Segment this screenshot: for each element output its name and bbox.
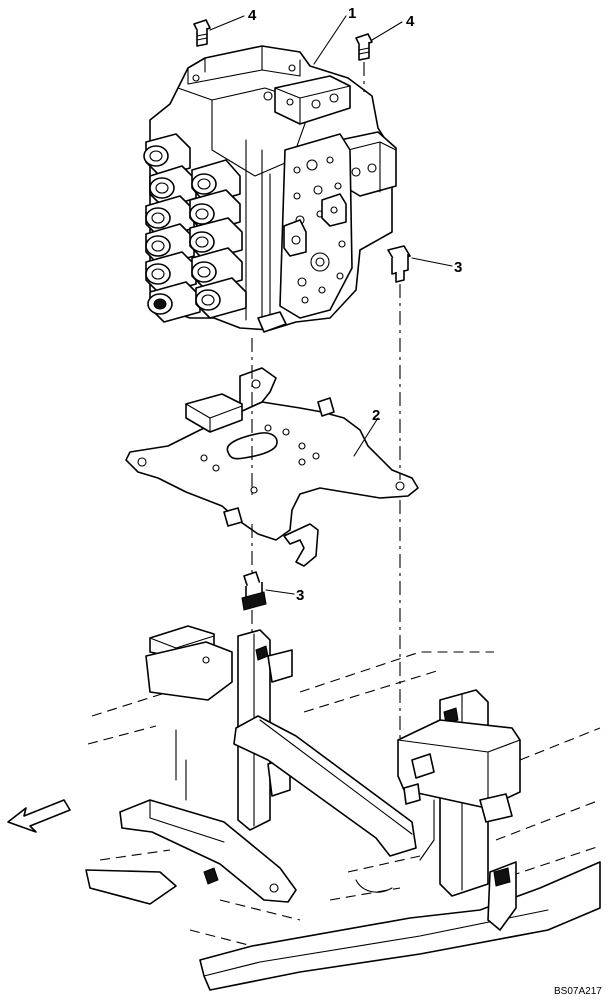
callout-item-2: 2: [372, 407, 380, 424]
callout-item-4-right: 4: [406, 13, 415, 30]
control-valve-assembly: [143, 45, 397, 333]
bolt-upper: [387, 245, 411, 283]
callout-item-1: 1: [348, 5, 356, 22]
spool-caps: [143, 133, 247, 323]
callout-item-3-lower: 3: [296, 587, 304, 604]
leader-lines: [209, 15, 453, 595]
assembly-centerlines: [251, 284, 401, 770]
figure-reference-code: BS07A217: [554, 986, 602, 997]
screw-right: [355, 33, 373, 61]
mounting-plate: [125, 367, 419, 567]
callout-item-3-upper: 3: [454, 259, 462, 276]
machine-frame: [85, 625, 601, 991]
screw-left: [193, 19, 211, 47]
arrow-icon: [7, 799, 71, 833]
callout-item-4-left: 4: [248, 7, 257, 24]
bolt-lower: [241, 571, 267, 611]
